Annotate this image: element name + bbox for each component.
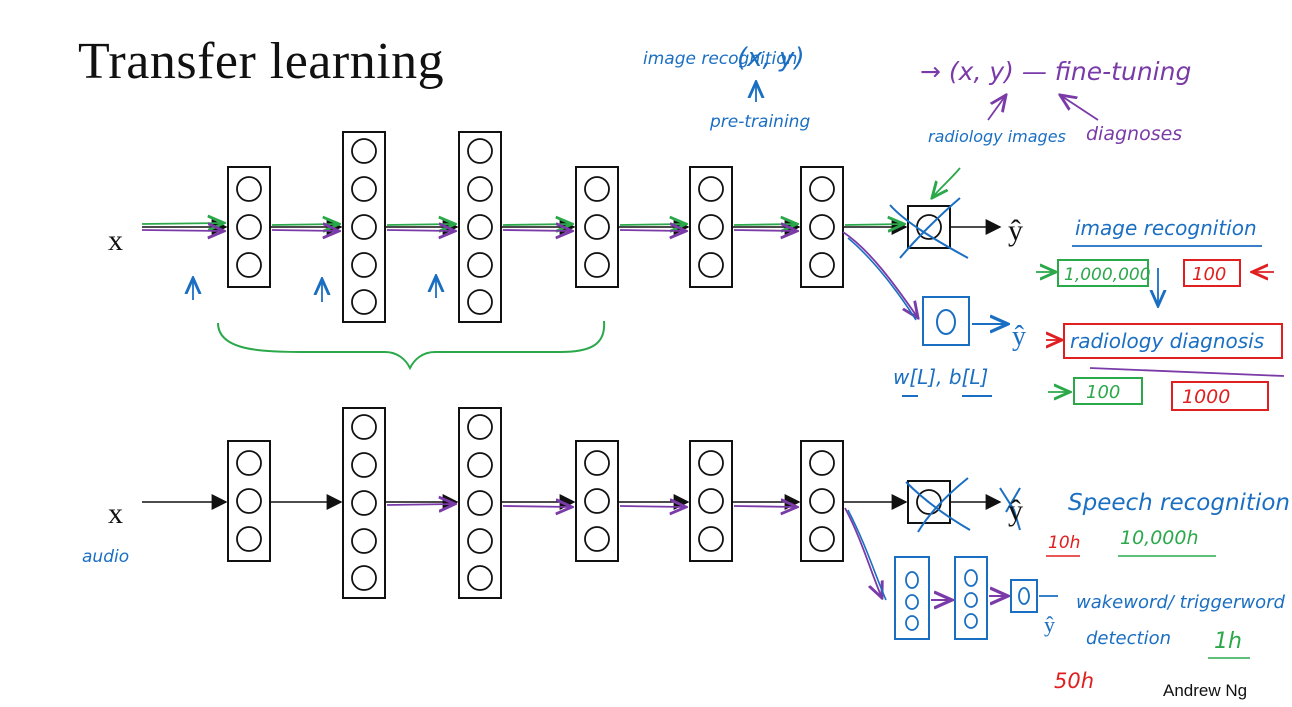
wakeword-label-line2: detection [1086,628,1171,649]
bottom-layer-1 [227,440,271,562]
top-layer-1 [227,166,271,288]
new-layer-2 [954,556,988,640]
count-1000-box [1171,381,1269,411]
top-nodes [236,138,942,315]
new-output-node [936,309,956,335]
top-layer-3 [458,131,502,323]
new-layer-3 [1010,579,1038,613]
speech-recognition-label: Speech recognition [1068,490,1290,516]
count-100-green: 100 [1086,382,1120,403]
top-layer-6 [800,166,844,288]
new-output-box [922,296,970,346]
radiology-diagnosis-box [1063,323,1283,359]
bottom-annotations: Speech recognition 10h 10,000h wakeword/… [1046,490,1290,693]
diagnoses-label: diagnoses [1086,123,1182,145]
bottom-output-label: ŷ [1008,494,1023,527]
image-recognition-top: image recognition [643,49,797,69]
freeze-arrows [193,276,436,302]
bottom-input-label: x [108,497,123,530]
image-recognition-right: image recognition [1075,216,1257,240]
bottom-layer-5 [689,440,733,562]
top-layer-5 [689,166,733,288]
bottom-layer-3 [458,407,502,599]
count-100-red-box [1183,259,1241,287]
slide-title: Transfer learning [78,33,445,90]
bottom-nodes [236,414,942,591]
new-layer-1 [894,556,930,640]
top-network: x [108,131,1026,397]
hours-1: 1h [1214,629,1242,654]
top-layer-4 [575,166,619,288]
top-layer-2 [342,131,386,323]
bottom-network: x audio [82,407,1058,640]
bottom-layer-6 [800,440,844,562]
hours-10: 10h [1048,533,1080,553]
bottom-layer-4 [575,440,619,562]
count-100-red: 100 [1192,264,1226,285]
count-100-green-box [1073,377,1143,405]
radiology-images-label: radiology images [928,127,1066,146]
hours-10000: 10,000h [1120,527,1199,549]
top-output-crossout [889,197,969,259]
top-input-label: x [108,224,123,257]
wakeword-label-line1: wakeword/ triggerword [1076,592,1286,613]
author-label: Andrew Ng [1163,681,1248,700]
new-small-output-label: ŷ [1044,612,1055,637]
count-1m-box [1057,259,1149,287]
count-1000: 1000 [1182,386,1230,408]
bottom-output-crossout [905,477,1021,533]
pretrained-layers-brace [217,320,606,371]
radiology-diagnosis: radiology diagnosis [1070,329,1264,353]
top-output-label: ŷ [1008,214,1023,247]
new-weights-label: w[L], b[L] [893,365,988,389]
new-output-label: ŷ [1012,321,1026,352]
audio-label: audio [82,547,129,567]
hours-50: 50h [1054,669,1094,693]
fine-tuning-label: → (x, y) — fine-tuning [920,57,1191,86]
top-annotations: image recognition (x, y) pre-training → … [643,43,1285,411]
bottom-layer-2 [342,407,386,599]
pre-training-label: pre-training [709,112,810,132]
xy-top: (x, y) [737,43,805,73]
count-1m: 1,000,000 [1064,265,1151,285]
